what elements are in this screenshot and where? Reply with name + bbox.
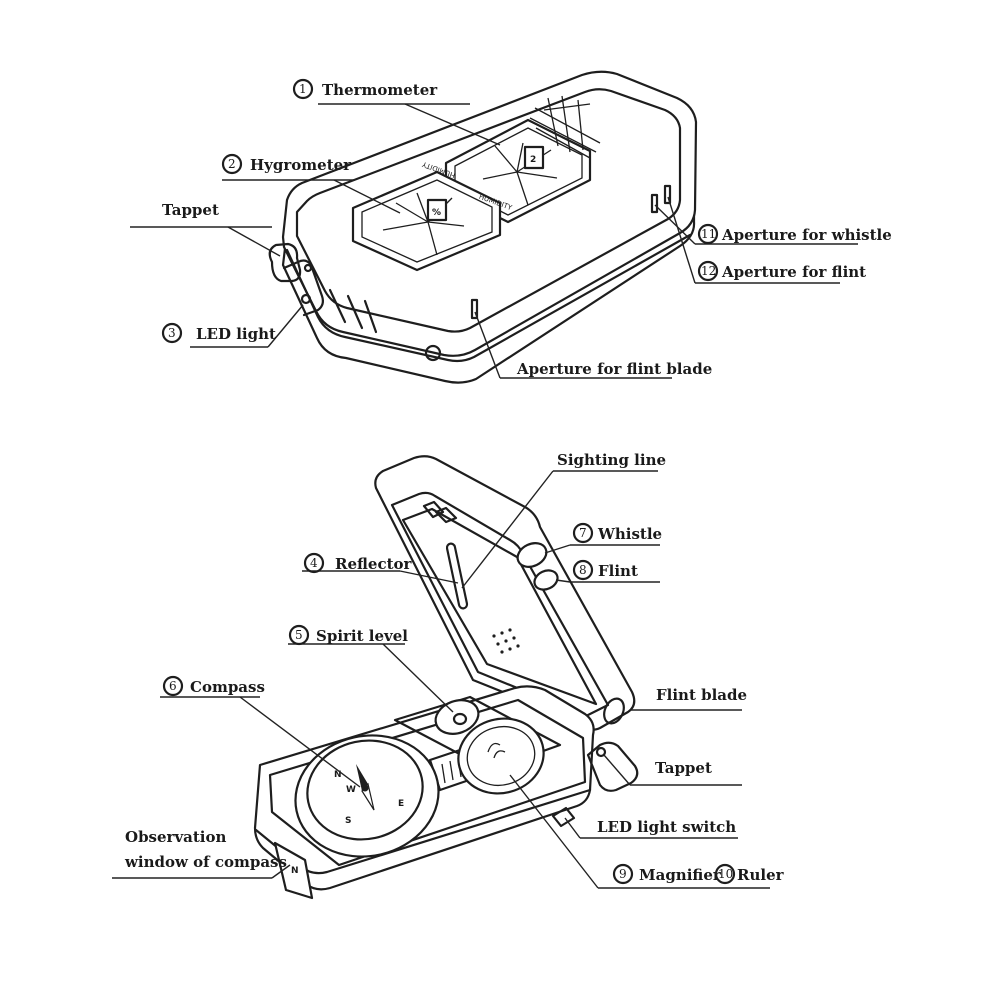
callout-number: 9: [619, 867, 627, 881]
callout-label: Whistle: [597, 525, 662, 543]
callout-number: 1: [299, 82, 307, 96]
callout-label: Ruler: [737, 866, 785, 884]
callout-hygrometer: 2 Hygrometer: [221, 153, 352, 175]
callout-spirit-level: 5 Spirit level: [288, 624, 408, 646]
closed-case-drawing: 2 HUMIDITY % HUMIDITY: [268, 70, 698, 384]
callout-label: Spirit level: [316, 627, 408, 645]
compass-e-letter: E: [398, 799, 404, 809]
callout-aperture-flint-blade: Aperture for flint blade: [516, 360, 712, 378]
callout-number: 6: [169, 679, 177, 693]
callout-tappet-top: Tappet: [162, 201, 219, 219]
callout-label: Aperture for flint: [721, 263, 866, 281]
callout-number: 10: [718, 867, 733, 881]
window-n-letter: N: [291, 866, 299, 876]
callout-sighting-line: Sighting line: [557, 451, 666, 469]
callout-number: 12: [701, 264, 716, 278]
compass-w-letter: W: [346, 785, 356, 795]
callout-label: Magnifier: [639, 866, 722, 884]
callout-number: 3: [168, 326, 176, 340]
callout-compass: 6 Compass: [162, 675, 265, 697]
callout-number: 2: [228, 157, 236, 171]
observation-line-2: window of compass: [124, 853, 287, 871]
callout-ruler: 10 Ruler: [714, 863, 785, 885]
callout-label: Sighting line: [557, 451, 666, 469]
callout-label: Compass: [190, 678, 265, 696]
callout-flint-blade: Flint blade: [656, 686, 747, 704]
callout-magnifier: 9 Magnifier: [612, 863, 722, 885]
callout-label: Aperture for whistle: [721, 226, 892, 244]
leader-lines: [112, 103, 858, 889]
callout-flint: 8 Flint: [572, 559, 638, 581]
callout-label: Reflector: [335, 555, 413, 573]
callout-label: Tappet: [655, 759, 712, 777]
compass-s-letter: S: [345, 816, 351, 826]
callout-label: LED light: [196, 325, 276, 343]
open-case-drawing: N E S W N: [253, 455, 639, 900]
callout-whistle: 7 Whistle: [572, 522, 662, 544]
callout-led-light-switch: LED light switch: [597, 818, 736, 836]
callout-label: Tappet: [162, 201, 219, 219]
compass-n-letter: N: [334, 770, 342, 780]
callout-aperture-flint: 12 Aperture for flint: [697, 260, 866, 282]
callout-tappet-bottom: Tappet: [655, 759, 712, 777]
callout-number: 4: [310, 556, 318, 570]
callout-number: 7: [579, 526, 587, 540]
observation-line-1: Observation: [125, 828, 227, 846]
callout-reflector: 4 Reflector: [303, 552, 413, 574]
hygrometer-dial-value: %: [432, 208, 441, 218]
callout-thermometer: 1 Thermometer: [292, 78, 438, 100]
callout-labels: 1 Thermometer 2 Hygrometer Tappet 3 LED …: [124, 78, 892, 885]
callout-label: Thermometer: [322, 81, 438, 99]
callout-aperture-whistle: 11 Aperture for whistle: [697, 223, 892, 245]
callout-label: LED light switch: [597, 818, 736, 836]
callout-observation-window: Observation window of compass: [124, 828, 287, 871]
callout-label: Hygrometer: [250, 156, 352, 174]
callout-number: 8: [579, 563, 587, 577]
callout-number: 11: [701, 227, 716, 241]
callout-led-light: 3 LED light: [161, 322, 276, 344]
callout-label: Flint: [598, 562, 638, 580]
callout-label: Aperture for flint blade: [516, 360, 712, 378]
callout-label: Flint blade: [656, 686, 747, 704]
callout-number: 5: [295, 628, 303, 642]
thermometer-dial-value: 2: [530, 155, 536, 165]
